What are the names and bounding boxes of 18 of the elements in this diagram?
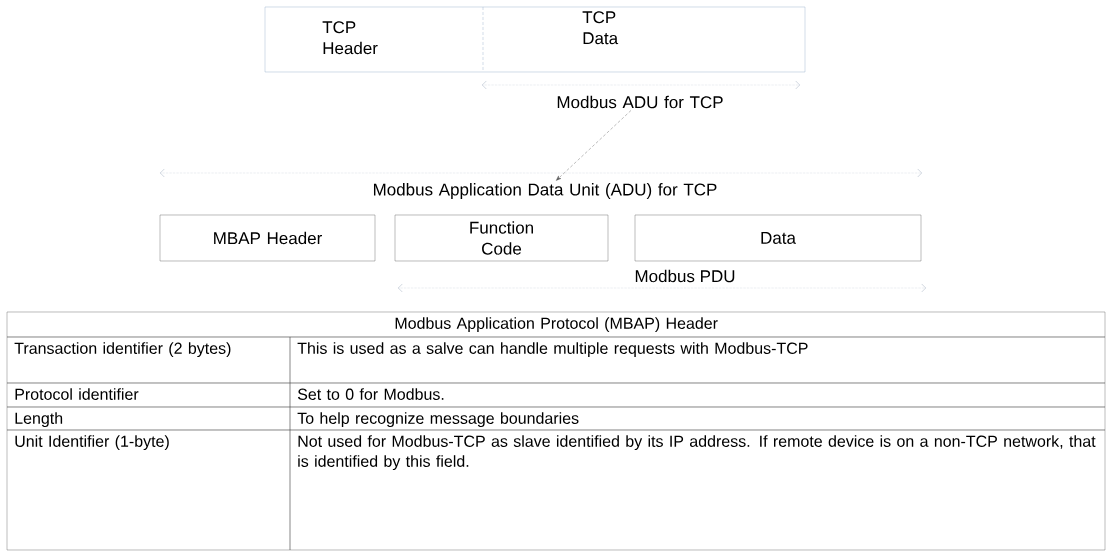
frame-field: Data [634, 214, 922, 262]
table-cell: Not used for Modbus-TCP as slave identified by its IP address. If remote device is on a non-TCP network, that is identified by this field. [289, 429, 1106, 551]
table-cell: This is used as a salve can handle multiple requests with Modbus-TCP [289, 336, 1106, 384]
dimension-label: Modbus PDU [635, 269, 735, 283]
data-field: TCP Data [482, 6, 806, 73]
table-cell: Length [6, 406, 291, 431]
arrow [556, 110, 632, 181]
table-cell: To help recognize message boundaries [289, 406, 1106, 431]
table-cell: Protocol identifier [6, 382, 291, 408]
table-cell: Set to 0 for Modbus. [289, 382, 1106, 408]
table-cell: Modbus Application Protocol (MBAP) Header [6, 311, 1106, 338]
frame-field: Function Code [394, 214, 609, 262]
header-field: TCP Header [264, 6, 484, 73]
table-cell: Unit Identifier (1-byte) [6, 429, 291, 551]
frame-field: MBAP Header [159, 214, 376, 262]
table-cell: Transaction identifier (2 bytes) [6, 336, 291, 384]
caption-text: Modbus Application Data Unit (ADU) for TCP [374, 183, 717, 199]
caption-text: Modbus ADU for TCP [557, 95, 723, 109]
